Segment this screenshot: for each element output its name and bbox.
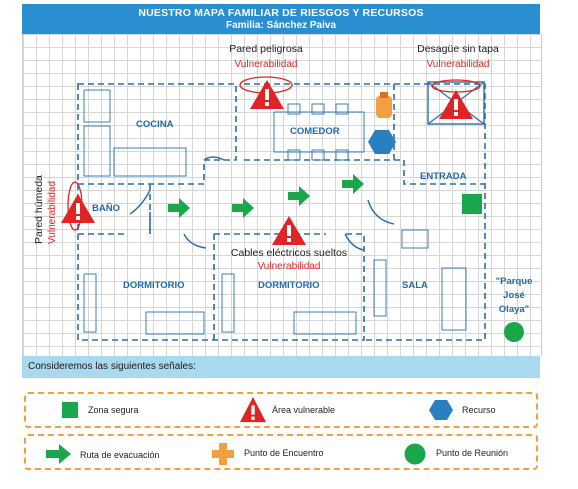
legend-label-area-vulnerable: Área vulnerable [272, 405, 336, 415]
hazard-label-pared-peligrosa: Pared peligrosa [229, 43, 303, 55]
reunion-point-legend-icon [404, 443, 426, 465]
legend-label-ruta: Ruta de evacuación [80, 450, 160, 460]
meeting-point-name-3: Olaya" [499, 304, 529, 315]
meeting-point-name-1: "Parque [496, 276, 533, 287]
signals-heading: Consideremos las siguientes señales: [22, 356, 540, 378]
evacuation-arrow-4 [342, 174, 364, 194]
grid-background [22, 34, 542, 356]
legend-label-punto-encuentro: Punto de Encuentro [244, 448, 324, 458]
meeting-point-icon [504, 322, 524, 342]
hazard-tag-desague: Vulnerabilidad [426, 59, 489, 70]
legend-row-2 [24, 434, 538, 470]
safe-zone-legend-icon [62, 402, 78, 418]
hazard-tag-pared-humeda: Vulnerabilidad [47, 181, 58, 244]
hazard-legend-icon [239, 396, 267, 423]
map-title: NUESTRO MAPA FAMILIAR DE RIESGOS Y RECUR… [138, 7, 424, 19]
room-label-entrada: ENTRADA [420, 171, 467, 182]
hazard-tag-pared-peligrosa: Vulnerabilidad [234, 59, 297, 70]
evacuation-arrow-2 [232, 198, 254, 218]
evacuation-route-legend-icon [46, 444, 71, 464]
room-label-dormitorio-1: DORMITORIO [123, 280, 185, 291]
room-label-bano: BAÑO [92, 203, 120, 214]
map-header: NUESTRO MAPA FAMILIAR DE RIESGOS Y RECUR… [22, 4, 540, 34]
room-label-sala: SALA [402, 280, 428, 291]
room-label-cocina: COCINA [136, 119, 174, 130]
safe-zone-icon [462, 194, 482, 214]
legend-label-zona-segura: Zona segura [88, 405, 139, 415]
hazard-tag-cables: Vulnerabilidad [257, 261, 320, 272]
room-label-dormitorio-2: DORMITORIO [258, 280, 320, 291]
fire-extinguisher-icon [376, 92, 392, 118]
room-label-comedor: COMEDOR [290, 126, 340, 137]
drain-icon [427, 79, 485, 125]
resource-icon [368, 130, 396, 154]
hazard-label-cables: Cables eléctricos sueltos [231, 247, 347, 259]
evacuation-arrow-3 [288, 186, 310, 206]
resource-legend-icon [429, 400, 453, 420]
door-arcs [129, 156, 395, 251]
legend-row-1 [24, 392, 538, 428]
floor-plan: COCINA COMEDOR ENTRADA BAÑO DORMITORIO D… [33, 43, 533, 342]
evacuation-arrow-1 [168, 198, 190, 218]
hazard-icon-cables [272, 216, 306, 245]
furniture [83, 89, 467, 335]
hazard-label-desague: Desagüe sin tapa [417, 43, 499, 55]
meeting-cross-legend-icon [212, 443, 234, 465]
family-name: Familia: Sánchez Paiva [225, 20, 337, 31]
meeting-point-name-2: José [503, 290, 525, 301]
hazard-icon-pared-humeda [61, 194, 95, 223]
legend-label-punto-reunion: Punto de Reunión [436, 448, 509, 458]
hazard-label-pared-humeda: Pared húmeda [33, 175, 45, 244]
legend-label-recurso: Recurso [462, 405, 496, 415]
